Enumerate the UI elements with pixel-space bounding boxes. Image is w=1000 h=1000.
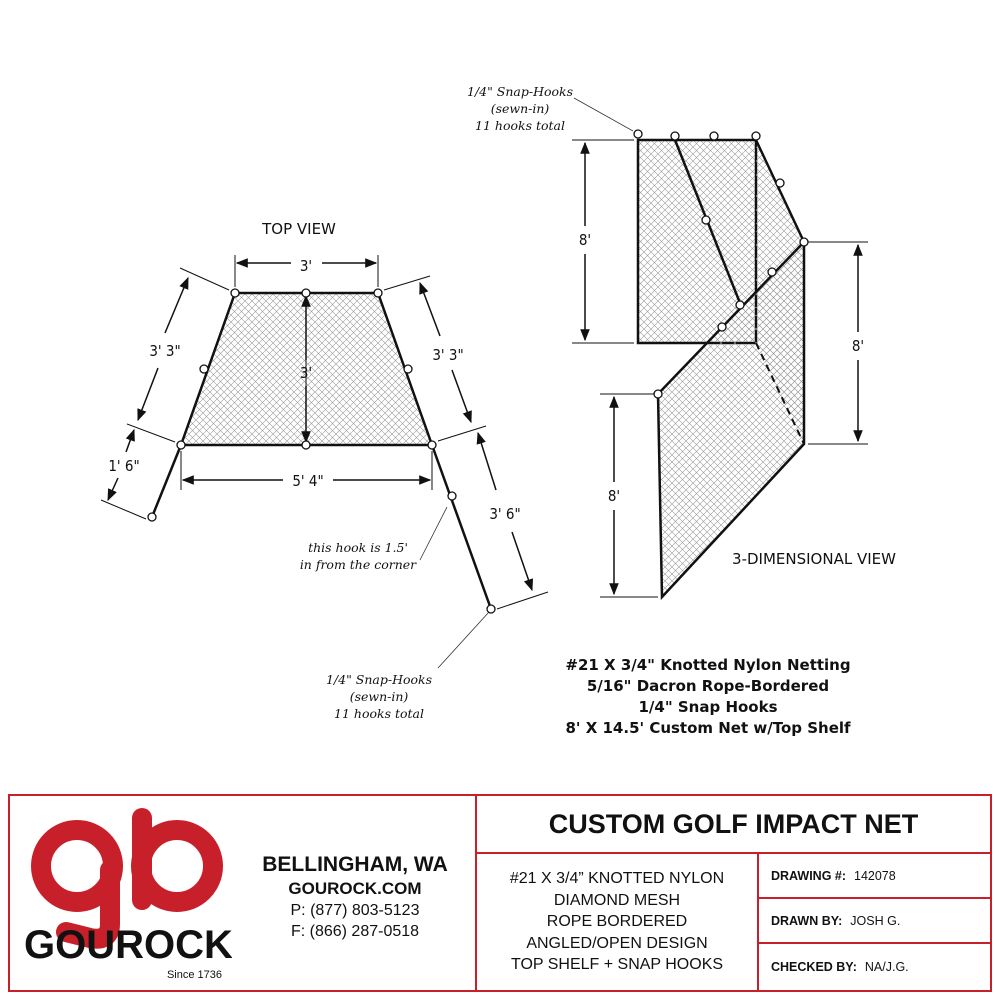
checked-by-row: CHECKED BY: NA/J.G. bbox=[759, 944, 990, 990]
snap-hook bbox=[670, 131, 680, 141]
checked-by-label: CHECKED BY: bbox=[771, 960, 857, 974]
three-d-snap-hooks bbox=[633, 129, 809, 399]
spec-line-2: 5/16" Dacron Rope-Bordered bbox=[587, 677, 829, 695]
company-name: GOUROCK bbox=[24, 923, 232, 967]
drawing-number-label: DRAWING #: bbox=[771, 868, 846, 883]
hidden-edges bbox=[712, 140, 805, 445]
snap-note-bottom-line-2: (sewn-in) bbox=[350, 689, 409, 704]
snap-hook bbox=[403, 364, 413, 374]
top-view-heading: TOP VIEW bbox=[261, 220, 336, 238]
dim-3d-left-height: 8' bbox=[579, 231, 591, 249]
snap-hook bbox=[427, 440, 437, 450]
snap-hook bbox=[717, 322, 727, 332]
left-wing-panel bbox=[150, 444, 183, 518]
drawing-number-value: 142078 bbox=[854, 868, 896, 883]
description-line: ROPE BORDERED bbox=[546, 913, 688, 931]
spec-line-4: 8' X 14.5' Custom Net w/Top Shelf bbox=[565, 719, 851, 737]
spec-line-3: 1/4" Snap Hooks bbox=[638, 698, 777, 716]
company-city: BELLINGHAM, WA bbox=[262, 853, 448, 876]
description-line: TOP SHELF + SNAP HOOKS bbox=[510, 956, 724, 974]
snap-hook bbox=[709, 131, 719, 141]
three-d-view-heading: 3-DIMENSIONAL VIEW bbox=[732, 550, 896, 568]
dim-right-wing: 3' 6" bbox=[489, 505, 520, 523]
description-line: #21 X 3/4” KNOTTED NYLON bbox=[509, 870, 725, 888]
company-phone: P: (877) 803-5123 bbox=[290, 902, 420, 919]
company-since: Since 1736 bbox=[167, 969, 222, 981]
dim-right-side: 3' 3" bbox=[432, 346, 463, 364]
snap-hook bbox=[147, 512, 157, 522]
three-d-leader-line bbox=[573, 97, 634, 132]
description-cell: #21 X 3/4” KNOTTED NYLON DIAMOND MESH RO… bbox=[477, 854, 759, 990]
snap-hook bbox=[447, 491, 457, 501]
right-panel-top-edge bbox=[754, 139, 806, 243]
drawn-by-label: DRAWN BY: bbox=[771, 913, 843, 928]
spec-notes: #21 X 3/4" Knotted Nylon Netting 5/16" D… bbox=[565, 656, 851, 737]
drawing-number-row: DRAWING #: 142078 bbox=[759, 854, 990, 899]
dim-depth: 3' bbox=[300, 364, 312, 382]
snap-hook bbox=[775, 178, 785, 188]
three-d-extension-lines bbox=[572, 139, 868, 598]
description-line: ANGLED/OPEN DESIGN bbox=[526, 934, 708, 952]
drawn-by-value: JOSH G. bbox=[850, 913, 901, 928]
dim-left-wing: 1' 6" bbox=[108, 457, 139, 475]
spec-line-1: #21 X 3/4" Knotted Nylon Netting bbox=[565, 656, 850, 674]
contact-info: BELLINGHAM, WA GOUROCK.COM P: (877) 803-… bbox=[240, 852, 470, 942]
company-fax: F: (866) 287-0518 bbox=[290, 923, 420, 940]
snap-hook bbox=[199, 364, 209, 374]
right-wing-panel bbox=[430, 444, 493, 610]
top-view-leader-lines bbox=[419, 506, 490, 669]
snap-hook bbox=[735, 300, 745, 310]
top-view-dimension-arrows bbox=[107, 258, 534, 592]
snap-hook bbox=[301, 288, 311, 298]
snap-hook bbox=[751, 131, 761, 141]
snap-note-top-line-1: 1/4" Snap-Hooks bbox=[467, 84, 573, 99]
drawn-by-row: DRAWN BY: JOSH G. bbox=[759, 899, 990, 944]
dim-3d-right-height: 8' bbox=[852, 337, 864, 355]
title-block: GOUROCK Since 1736 BELLINGHAM, WA GOUROC… bbox=[8, 794, 992, 992]
snap-note-bottom-line-3: 11 hooks total bbox=[334, 706, 424, 721]
snap-note-top-line-2: (sewn-in) bbox=[491, 101, 550, 116]
snap-hook bbox=[373, 288, 383, 298]
top-view-snap-hooks bbox=[147, 288, 496, 614]
three-d-view: 8' 8' 8' 1/4" Snap-Hooks (sewn-in) 11 ho… bbox=[467, 84, 896, 601]
snap-hook bbox=[767, 267, 777, 277]
snap-hook bbox=[230, 288, 240, 298]
dim-top-width: 3' bbox=[300, 257, 312, 275]
snap-hook bbox=[653, 389, 663, 399]
snap-note-top-line-3: 11 hooks total bbox=[475, 118, 565, 133]
three-d-dimension-arrows bbox=[580, 141, 863, 596]
dim-left-side: 3' 3" bbox=[149, 342, 180, 360]
top-view-extension-lines bbox=[100, 255, 549, 610]
snap-hook bbox=[176, 440, 186, 450]
hook-note-line-1: this hook is 1.5' bbox=[308, 540, 408, 555]
checked-by-value: NA/J.G. bbox=[864, 960, 909, 974]
description-line: DIAMOND MESH bbox=[553, 891, 681, 909]
snap-hook bbox=[486, 604, 496, 614]
snap-hook bbox=[701, 215, 711, 225]
company-cell: GOUROCK Since 1736 BELLINGHAM, WA GOUROC… bbox=[10, 796, 477, 990]
snap-hook bbox=[799, 237, 809, 247]
net-drawing: TOP VIEW 3 bbox=[100, 84, 896, 737]
hook-note-line-2: in from the corner bbox=[300, 557, 417, 572]
snap-hook bbox=[633, 129, 643, 139]
gourock-logo: GOUROCK Since 1736 bbox=[24, 808, 232, 981]
top-view: TOP VIEW 3 bbox=[100, 220, 549, 721]
snap-hook bbox=[301, 440, 311, 450]
snap-note-bottom-line-1: 1/4" Snap-Hooks bbox=[326, 672, 432, 687]
drawing-title: CUSTOM GOLF IMPACT NET bbox=[477, 796, 990, 854]
company-website[interactable]: GOUROCK.COM bbox=[288, 879, 422, 898]
dim-3d-lower-height: 8' bbox=[608, 487, 620, 505]
dim-bottom-width: 5' 4" bbox=[292, 472, 323, 490]
